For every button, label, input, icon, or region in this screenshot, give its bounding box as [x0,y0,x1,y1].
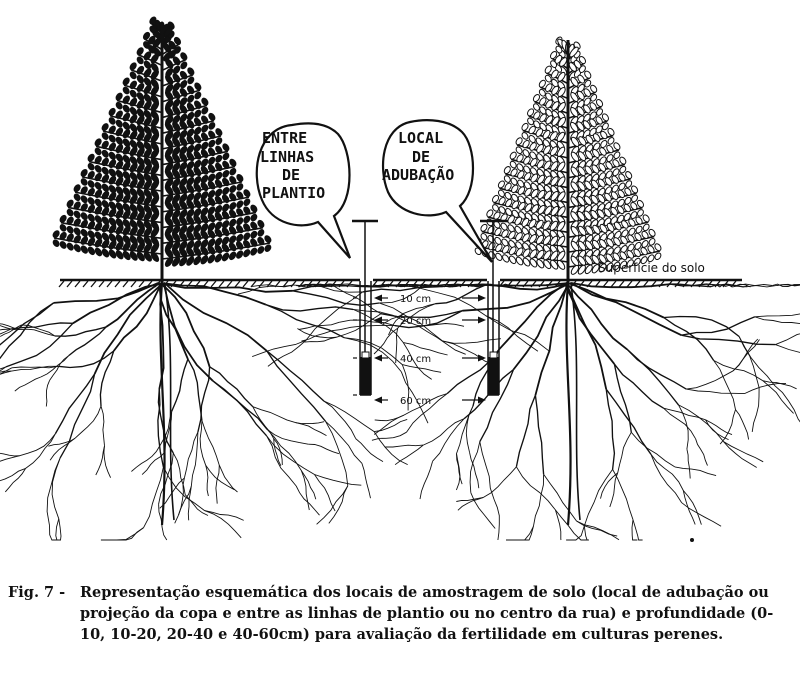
depth-label-20: 20 cm [400,316,431,327]
depth-markers: 10 cm 20 cm 40 cm 60 cm [374,294,486,407]
bubble-left-line-1: ENTRE [262,129,307,147]
bubble-local-adubacao: LOCAL DE ADUBAÇÃO [381,119,493,263]
depth-label-10: 10 cm [400,294,431,305]
caption-line-2: projeção da copa e entre as linhas de pl… [80,605,774,622]
right-tree-roots [237,281,800,541]
depth-arrows [374,294,486,404]
bubble-right-line-2: DE [412,148,430,166]
bubble-left-line-2: LINHAS [260,148,314,166]
bubble-left-line-4: PLANTIO [262,184,325,202]
bubble-left-line-3: DE [282,166,300,184]
caption-line-1: Representação esquemática dos locais de … [80,584,769,601]
stray-dot [690,538,694,542]
depth-label-60: 60 cm [400,396,431,407]
caption-body: Representação esquemática dos locais de … [80,582,785,645]
bubble-right-line-1: LOCAL [398,129,443,147]
left-soil-probe [352,219,378,396]
surface-label: Superfície do solo [598,261,705,275]
bubble-right-line-3: ADUBAÇÃO [382,165,454,184]
left-tree [0,16,550,541]
bubble-entre-linhas: ENTRE LINHAS DE PLANTIO [255,122,352,259]
right-tree-crown [474,36,662,275]
right-tree [237,36,800,541]
left-tree-crown [52,16,272,267]
left-tree-roots [0,281,550,541]
soil-sampling-diagram: ENTRE LINHAS DE PLANTIO LOCAL DE ADUBAÇÃ… [0,16,800,542]
caption-line-3: 10, 10-20, 20-40 e 40-60cm) para avaliaç… [80,626,724,643]
right-soil-probe [480,219,508,396]
depth-label-40: 40 cm [400,354,431,365]
caption-number: Fig. 7 - [8,584,66,601]
